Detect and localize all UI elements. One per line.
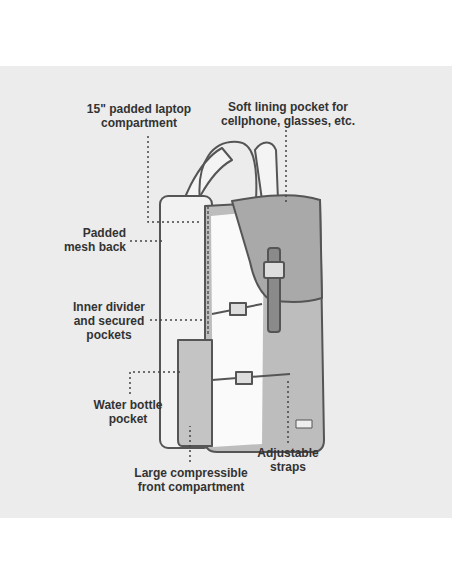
callout-label: Padded mesh back	[60, 226, 126, 254]
callout-label: Inner divider and secured pockets	[68, 300, 150, 342]
side-strap	[212, 304, 262, 314]
logo-tag	[296, 420, 312, 428]
callout-label: Soft lining pocket for cellphone, glasse…	[218, 100, 358, 128]
leader-line	[189, 426, 191, 462]
callout-label: 15" padded laptop compartment	[80, 102, 198, 130]
zipper	[207, 206, 209, 336]
callout-label: Water bottle pocket	[88, 398, 168, 426]
flap-buckle	[264, 262, 284, 278]
leader-line	[130, 240, 162, 242]
leader-line	[130, 372, 182, 394]
backpack	[160, 142, 324, 452]
leader-line	[287, 380, 289, 443]
background-panel	[0, 66, 452, 518]
top-handle	[199, 142, 256, 202]
side-buckle	[230, 303, 246, 315]
leader-lines	[130, 130, 288, 462]
callout-label: Large compressible front compartment	[128, 466, 254, 494]
leader-line	[150, 319, 205, 321]
side-pocket	[178, 340, 212, 446]
side-buckle	[236, 372, 252, 384]
callout-label: Adjustable straps	[252, 446, 324, 474]
leader-line	[285, 130, 287, 204]
leader-line	[148, 136, 200, 222]
flap-strap	[268, 248, 280, 332]
right-shoulder-strap	[255, 143, 278, 201]
